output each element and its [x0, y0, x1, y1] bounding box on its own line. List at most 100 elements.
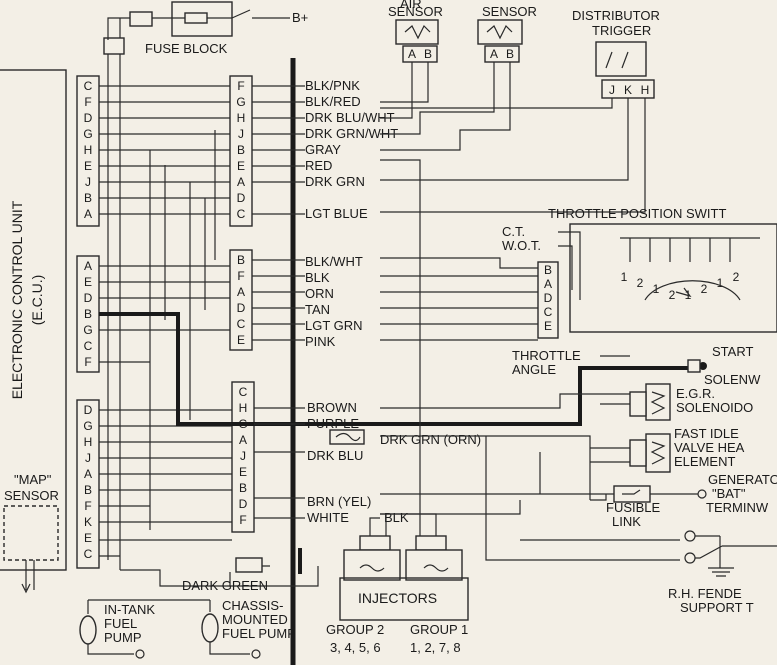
coolant-pin-b: B	[506, 47, 514, 61]
rh-fender-label-2: SUPPORT T	[680, 600, 754, 615]
mid_block2-pin: E	[237, 333, 245, 347]
wire-label: DRK GRN	[305, 174, 365, 189]
ecu_block3-pin: E	[84, 531, 92, 545]
rh-fender-label-1: R.H. FENDE	[668, 586, 742, 601]
ecu_block3-pin: J	[85, 451, 91, 465]
chassis-label-3: FUEL PUMP	[222, 626, 296, 641]
egr-label-1: E.G.R.	[676, 386, 715, 401]
mid-to-label-wires	[252, 85, 305, 519]
ecu_block2-pin: A	[84, 259, 92, 273]
fusible-label-1: FUSIBLE	[606, 500, 661, 515]
ecu_block1-pin: D	[84, 111, 93, 125]
wire-label: PINK	[305, 334, 336, 349]
mid_block2-pin: D	[237, 301, 246, 315]
tps-contact: 1	[717, 276, 724, 290]
wot-label: W.O.T.	[502, 238, 541, 253]
mid_block1-pin: A	[237, 175, 245, 189]
mid_block1-pin: H	[237, 111, 246, 125]
wire-label: DRK BLU/WHT	[305, 110, 395, 125]
mid_block3-pin: B	[239, 481, 247, 495]
air-sensor-connector	[402, 45, 438, 63]
ecu_block3-pin: G	[83, 419, 92, 433]
map-sensor-label-1: "MAP"	[14, 472, 52, 487]
injector-group1-connector	[415, 535, 447, 551]
ecu_block1-pin: B	[84, 191, 92, 205]
wire-label: DRK GRN (ORN)	[380, 432, 481, 447]
ecu_block3-pin: F	[84, 499, 91, 513]
ecu-connector-1	[76, 75, 100, 227]
tps-contact: 2	[701, 282, 708, 296]
injector-group1	[405, 549, 463, 581]
ecu_block2-pin: D	[84, 291, 93, 305]
mid_block3-pin: A	[239, 433, 247, 447]
group1-label-2: 1, 2, 7, 8	[410, 640, 461, 655]
mid_block1-pin: B	[237, 143, 245, 157]
coolant-pin-a: A	[490, 47, 498, 61]
mid_block3-pin: H	[239, 401, 248, 415]
mid-connector-2	[229, 249, 253, 351]
ecu_block2-pin: C	[84, 339, 93, 353]
air-sensor-label-2: SENSOR	[388, 4, 443, 19]
tps-pin: A	[544, 277, 552, 291]
coolant-sensor-label: SENSOR	[482, 4, 537, 19]
tps-contact: 1	[621, 270, 628, 284]
mid_block3-pin: C	[239, 385, 248, 399]
wire-label: ORN	[305, 286, 334, 301]
ecu_block1-pin: E	[84, 159, 92, 173]
coolant-sensor-connector	[484, 45, 520, 63]
generator-label-2: "BAT"	[712, 486, 746, 501]
ecu_block3-pin: C	[84, 547, 93, 561]
injectors-frame	[339, 577, 469, 621]
in-tank-pump	[79, 615, 97, 645]
fast-idle-label-2: VALVE HEA	[674, 440, 745, 455]
wire-label: PURPLE	[307, 416, 359, 431]
b-plus-label: B+	[292, 10, 308, 25]
wire-label: LGT GRN	[305, 318, 363, 333]
throttle-angle-label-1: THROTTLE	[512, 348, 581, 363]
dark-green-label: DARK GREEN	[182, 578, 268, 593]
injector-group2	[343, 549, 401, 581]
tps-pin: B	[544, 263, 552, 277]
mid_block2-pin: B	[237, 253, 245, 267]
wire-label: RED	[305, 158, 332, 173]
map-sensor-label-2: SENSOR	[4, 488, 59, 503]
dist-pin-j: J	[609, 83, 615, 97]
mid_block3-pin: F	[239, 513, 246, 527]
wire-label: GRAY	[305, 142, 341, 157]
dist-pin-h: H	[641, 83, 650, 97]
in-tank-label-3: PUMP	[104, 630, 142, 645]
ecu-box	[0, 69, 67, 571]
fast-idle-box	[645, 433, 671, 473]
start-label: START	[712, 344, 753, 359]
distributor-label-1: DISTRIBUTOR	[572, 8, 660, 23]
ct-label: C.T.	[502, 224, 525, 239]
wire-label: DRK BLU	[307, 448, 363, 463]
ecu_block1-pin: F	[84, 95, 91, 109]
wire-label: WHITE	[307, 510, 349, 525]
mid_block1-pin: E	[237, 159, 245, 173]
mid_block3-pin: D	[239, 497, 248, 511]
inline-fuse	[329, 429, 365, 445]
wire-label: TAN	[305, 302, 330, 317]
ecu_block3-pin: A	[84, 467, 92, 481]
throttle-angle-label-2: ANGLE	[512, 362, 556, 377]
ecu_block1-pin: J	[85, 175, 91, 189]
mid_block2-pin: A	[237, 285, 245, 299]
ecu_block3-pin: K	[84, 515, 92, 529]
mid_block1-pin: F	[237, 79, 244, 93]
fuse-element	[184, 12, 208, 24]
tps-pin: C	[544, 305, 553, 319]
chassis-pump	[201, 613, 219, 643]
ecu_block2-pin: E	[84, 275, 92, 289]
fuse-block-label: FUSE BLOCK	[145, 41, 228, 56]
ecu-sub-label: (E.C.U.)	[29, 275, 45, 326]
ecu-fuse-connector	[103, 37, 125, 55]
distributor-box	[595, 41, 647, 77]
mid-connector-1	[229, 75, 253, 227]
tps-pin: E	[544, 319, 552, 333]
ecu-to-mid-wires	[99, 85, 232, 557]
distributor-label-2: TRIGGER	[592, 23, 651, 38]
wire-label: BRN (YEL)	[307, 494, 371, 509]
solenoid-label: SOLENW	[704, 372, 761, 387]
ecu_block3-pin: H	[84, 435, 93, 449]
